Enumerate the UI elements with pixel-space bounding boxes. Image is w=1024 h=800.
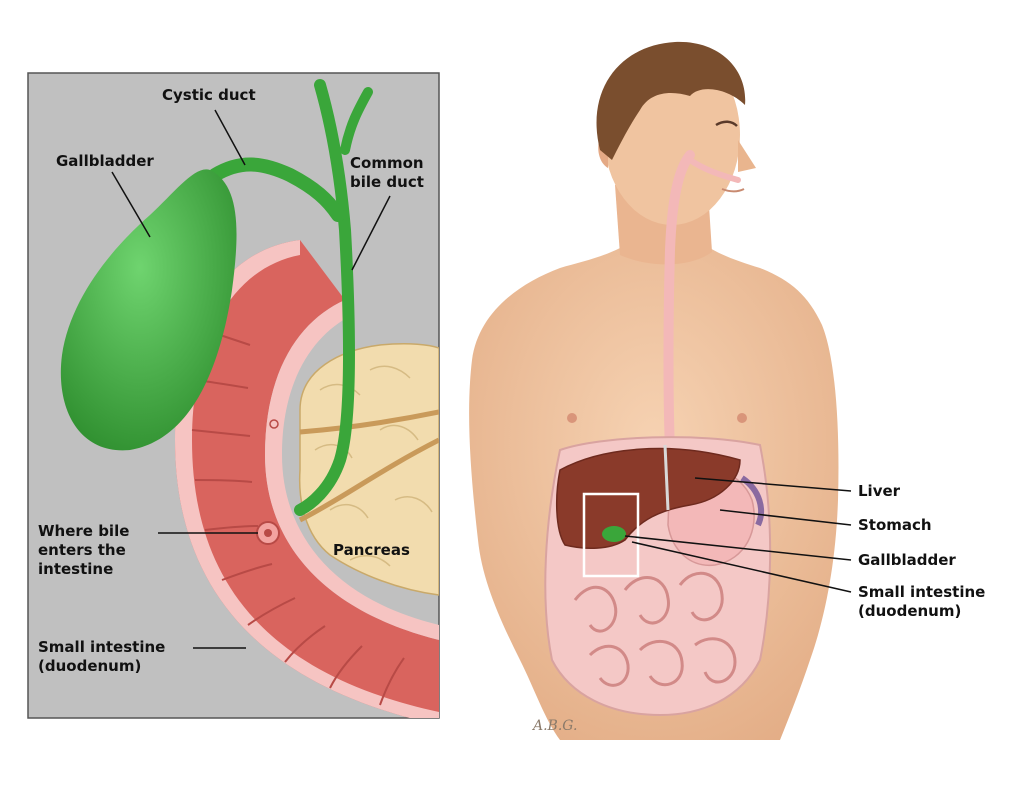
detail-highlight-box xyxy=(582,492,640,578)
body-figure xyxy=(469,41,852,740)
artist-signature: A.B.G. xyxy=(533,718,578,734)
pancreas-shape xyxy=(298,343,439,596)
duodenum-loop xyxy=(175,240,439,718)
label-stomach: Stomach xyxy=(858,516,932,534)
nose xyxy=(738,140,756,172)
label-small-intestine-body: Small intestine (duodenum) xyxy=(858,583,985,621)
cystic-duct-shape xyxy=(208,157,345,222)
label-small-intestine-detail-line2: (duodenum) xyxy=(38,657,142,675)
detail-leader-lines xyxy=(111,109,391,649)
duodenum-inner-lining xyxy=(265,300,439,640)
label-where-bile-line3: intestine xyxy=(38,560,114,578)
gallbladder-small xyxy=(602,526,626,542)
label-common-bile-duct: Common bile duct xyxy=(350,154,424,192)
esophagus xyxy=(663,150,695,455)
gallbladder-shape xyxy=(60,169,237,451)
pancreatic-duct xyxy=(299,409,439,435)
label-small-intestine-body-line2: (duodenum) xyxy=(858,602,962,620)
label-gallbladder-body: Gallbladder xyxy=(858,551,956,569)
body-leader-lines xyxy=(624,477,852,593)
label-small-intestine-detail-line1: Small intestine xyxy=(38,638,166,656)
small-intestine-coils xyxy=(573,571,737,687)
label-small-intestine-body-line1: Small intestine xyxy=(858,583,986,601)
label-pancreas: Pancreas xyxy=(333,541,410,559)
label-liver: Liver xyxy=(858,482,901,500)
hair xyxy=(596,41,746,160)
label-gallbladder-detail: Gallbladder xyxy=(56,152,154,170)
label-common-bile-duct-line2: bile duct xyxy=(350,173,424,191)
common-bile-duct-shape xyxy=(294,79,355,516)
label-common-bile-duct-line1: Common xyxy=(350,154,424,172)
label-small-intestine-detail: Small intestine (duodenum) xyxy=(38,638,165,676)
label-where-bile-enters: Where bile enters the intestine xyxy=(38,522,129,579)
label-cystic-duct: Cystic duct xyxy=(162,86,256,104)
detail-panel xyxy=(27,72,440,719)
label-where-bile-line2: enters the xyxy=(38,541,126,559)
label-where-bile-line1: Where bile xyxy=(38,522,130,540)
